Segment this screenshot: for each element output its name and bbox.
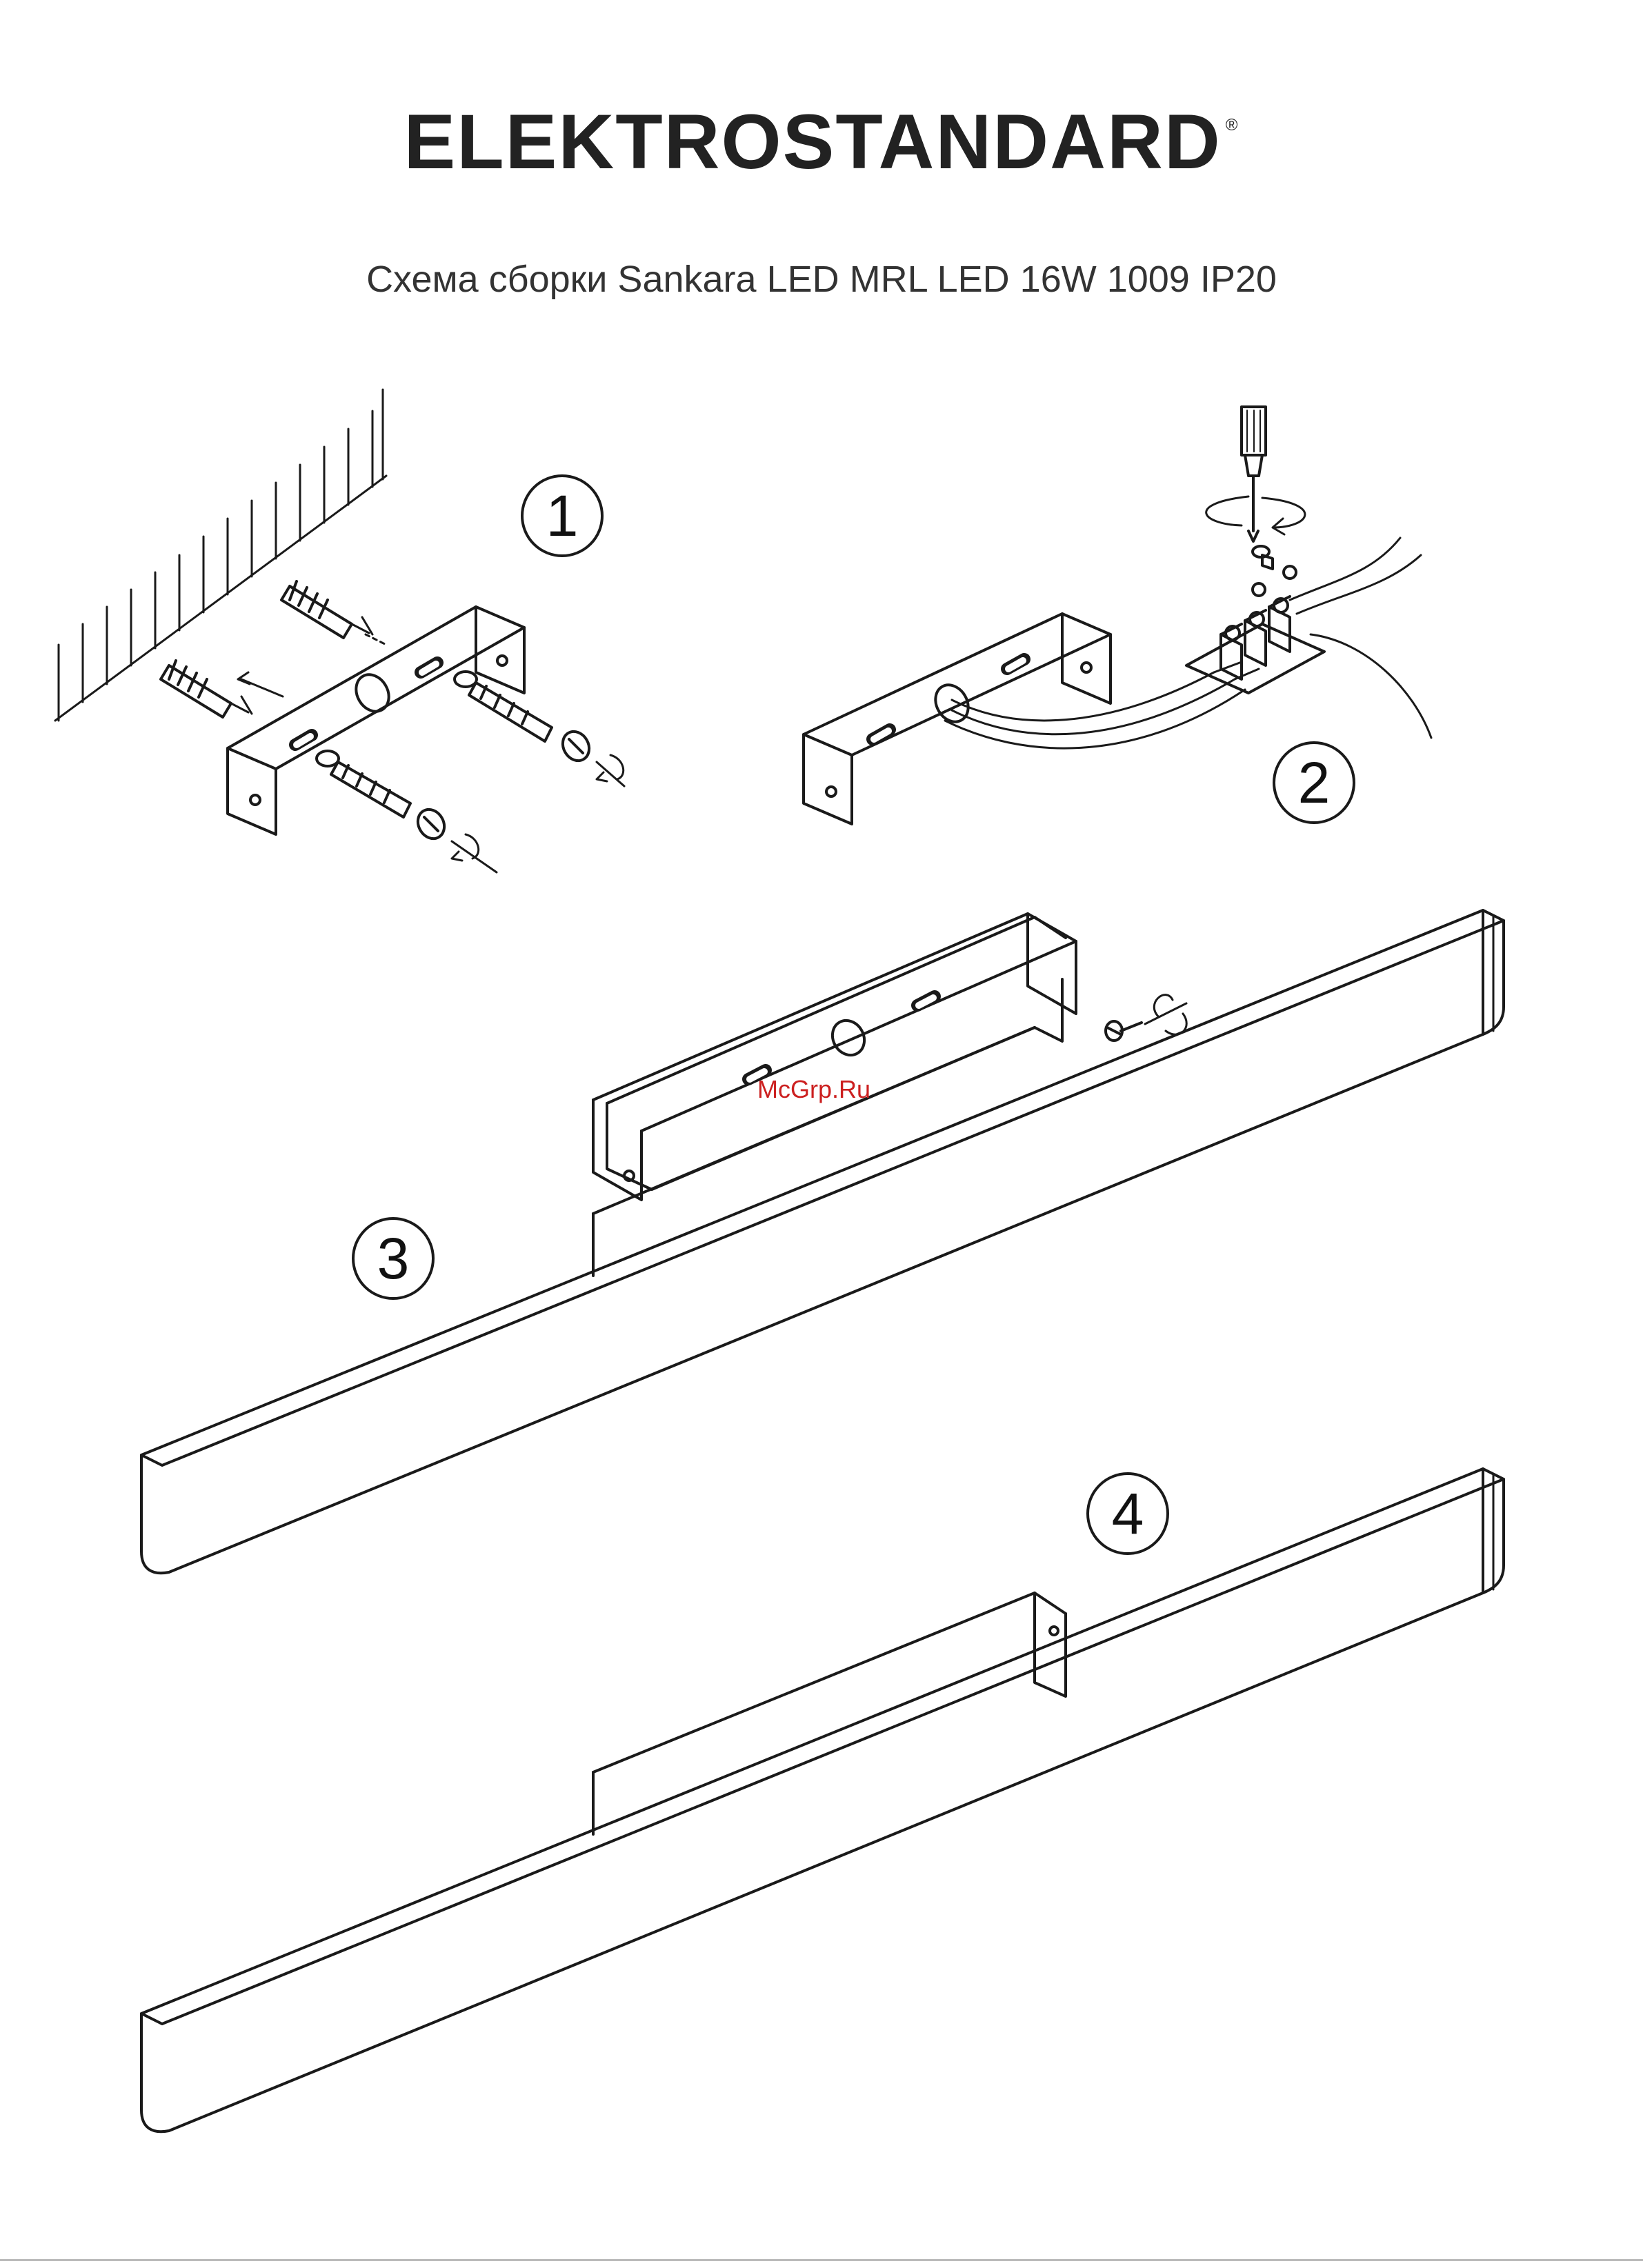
- wall-plug-upper: [281, 581, 372, 638]
- output-wires: [1290, 538, 1431, 738]
- lamp-mount-box-4: [593, 1593, 1066, 1834]
- led-lamp-body-4: [141, 1469, 1504, 2131]
- step-2-illustration: [804, 407, 1431, 824]
- step-3-illustration: [141, 910, 1504, 1573]
- arrow-icon: [238, 672, 283, 696]
- step-4-illustration: [141, 1469, 1504, 2131]
- bottom-divider: [0, 2259, 1643, 2261]
- watermark: McGrp.Ru: [757, 1077, 870, 1102]
- step-label-2: 2: [1298, 750, 1331, 815]
- small-screw: [1106, 995, 1186, 1041]
- step-number-3: 3: [353, 1218, 433, 1298]
- screw-upper: [455, 672, 624, 786]
- step-number-4: 4: [1088, 1474, 1168, 1554]
- wall-plug-lower: [161, 661, 252, 717]
- step-label-4: 4: [1112, 1481, 1144, 1546]
- power-cable: [945, 662, 1259, 748]
- wall-hatching: [55, 390, 386, 721]
- mounting-bracket-3: [593, 914, 1076, 1200]
- step-label-3: 3: [377, 1226, 410, 1291]
- step-1-illustration: [55, 390, 624, 872]
- step-number-2: 2: [1274, 743, 1354, 823]
- screwdriver-icon: [1206, 407, 1305, 541]
- screw-lower: [317, 751, 497, 872]
- step-number-1: 1: [522, 476, 602, 556]
- step-label-1: 1: [546, 483, 579, 548]
